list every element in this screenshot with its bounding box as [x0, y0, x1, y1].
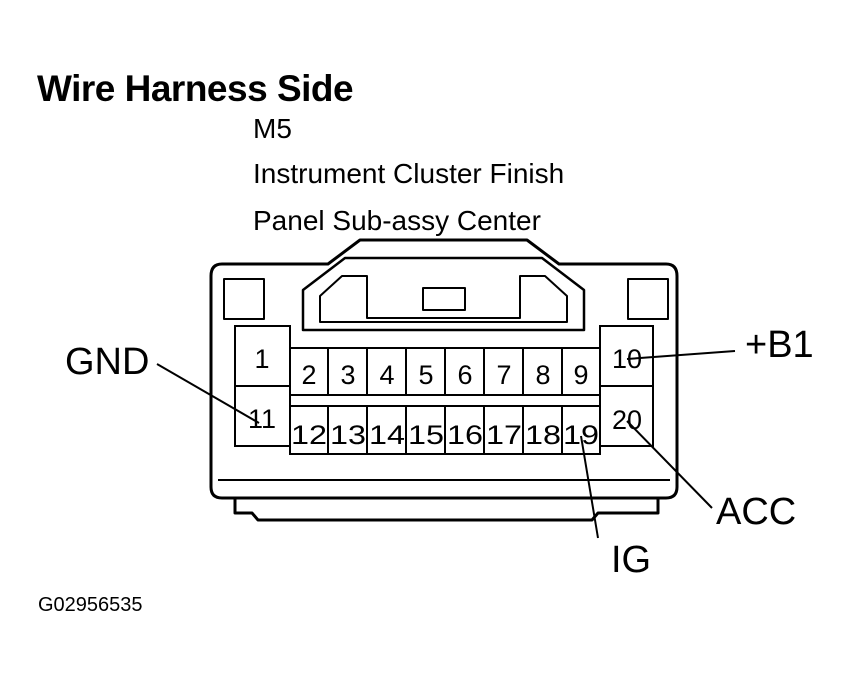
- b1-leader-line: [626, 350, 736, 360]
- housing-bottom-lip: [233, 498, 660, 522]
- pin-12: 12: [291, 420, 327, 450]
- gnd-label: GND: [65, 341, 149, 383]
- pin-8: 8: [535, 360, 550, 390]
- locking-latch: [301, 256, 586, 332]
- ig-leader-line: [580, 435, 599, 539]
- pin-19: 19: [563, 420, 599, 450]
- acc-label: ACC: [716, 491, 796, 533]
- pin-17: 17: [486, 420, 522, 450]
- pin-18: 18: [525, 420, 561, 450]
- pin-15: 15: [408, 420, 444, 450]
- pin-14: 14: [369, 420, 405, 450]
- pin-7: 7: [496, 360, 511, 390]
- pin-6: 6: [457, 360, 472, 390]
- pin-13: 13: [330, 420, 366, 450]
- pin-16: 16: [447, 420, 483, 450]
- latch-tab: [422, 287, 466, 311]
- pin-5: 5: [418, 360, 433, 390]
- connector-housing: [209, 238, 679, 500]
- acc-leader-line: [626, 420, 713, 509]
- left-corner-notch: [223, 278, 265, 320]
- diagram-title: Wire Harness Side: [37, 68, 354, 109]
- connector-name-line2: Panel Sub-assy Center: [253, 205, 541, 236]
- pin-2: 2: [301, 360, 316, 390]
- gnd-leader-line: [156, 363, 260, 424]
- pin-1: 1: [254, 344, 269, 374]
- pin-4: 4: [379, 360, 394, 390]
- b1-label: +B1: [745, 324, 814, 366]
- right-corner-notch: [627, 278, 669, 320]
- connector-code: M5: [253, 113, 292, 144]
- pin-3: 3: [340, 360, 355, 390]
- figure-id: G02956535: [38, 594, 143, 616]
- pin-9: 9: [573, 360, 588, 390]
- ig-label: IG: [611, 539, 651, 581]
- connector-name-line1: Instrument Cluster Finish: [253, 158, 565, 189]
